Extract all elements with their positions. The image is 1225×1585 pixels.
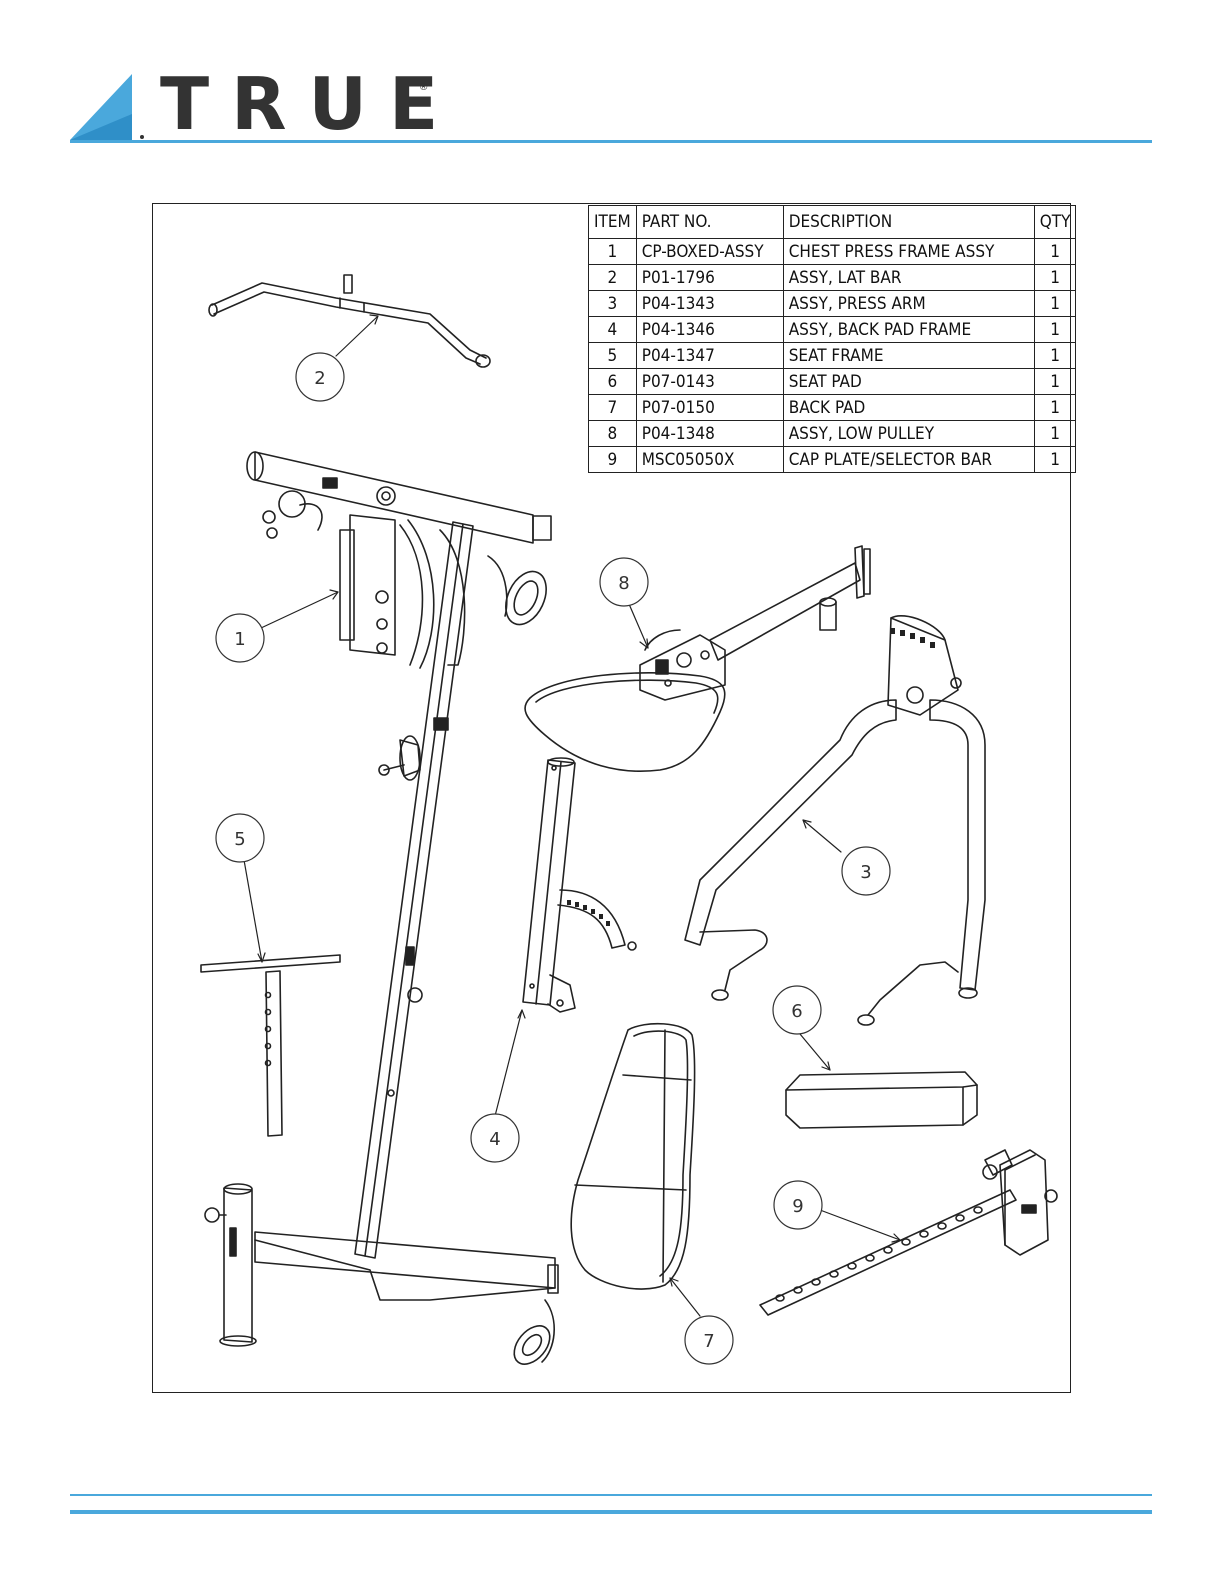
part-qty: 1 xyxy=(1033,446,1077,473)
part-number: P07-0150 xyxy=(635,394,784,421)
item-number: 1 xyxy=(588,238,637,265)
callout-5-label: 5 xyxy=(234,829,245,850)
back-pad-frame-part xyxy=(522,757,637,1013)
callout-8-label: 8 xyxy=(618,573,629,594)
footer-rule-top xyxy=(70,1494,1152,1496)
part-description: ASSY, LAT BAR xyxy=(782,264,1035,291)
callout-7-label: 7 xyxy=(703,1331,714,1352)
brand-name: TRUE xyxy=(160,62,461,146)
part-description: ASSY, LOW PULLEY xyxy=(782,420,1035,447)
item-number: 2 xyxy=(588,264,637,291)
part-description: CAP PLATE/SELECTOR BAR xyxy=(782,446,1035,473)
callout-9: 9 xyxy=(773,1180,823,1230)
callout-7: 7 xyxy=(684,1315,734,1365)
part-description: SEAT FRAME xyxy=(782,342,1035,369)
callout-1-label: 1 xyxy=(234,629,245,650)
part-number: P07-0143 xyxy=(635,368,784,395)
col-qty: QTY xyxy=(1033,205,1077,239)
seat-pad-part xyxy=(785,1071,978,1129)
true-logo-mark xyxy=(70,74,144,140)
back-pad-part xyxy=(570,1022,696,1290)
callout-2: 2 xyxy=(295,352,345,402)
callout-3: 3 xyxy=(841,846,891,896)
part-qty: 1 xyxy=(1033,238,1077,265)
part-number: P04-1347 xyxy=(635,342,784,369)
lat-bar-part xyxy=(208,274,491,368)
callout-3-label: 3 xyxy=(860,862,871,883)
callout-2-label: 2 xyxy=(314,368,325,389)
part-qty: 1 xyxy=(1033,316,1077,343)
callout-4-label: 4 xyxy=(489,1129,500,1150)
part-qty: 1 xyxy=(1033,368,1077,395)
callout-9-label: 9 xyxy=(792,1196,803,1217)
callout-1: 1 xyxy=(215,613,265,663)
col-part-no: PART NO. xyxy=(635,205,784,239)
header-rule xyxy=(70,140,1152,143)
part-qty: 1 xyxy=(1033,342,1077,369)
exploded-view-frame xyxy=(152,203,1071,1393)
press-arm-part xyxy=(684,615,986,1026)
callout-8: 8 xyxy=(599,557,649,607)
part-number: MSC05050X xyxy=(635,446,784,473)
item-number: 9 xyxy=(588,446,637,473)
table-header-row: ITEM PART NO. DESCRIPTION QTY xyxy=(588,205,1077,239)
seat-frame-part xyxy=(200,954,341,1137)
footer-rule-bottom xyxy=(70,1510,1152,1514)
chest-press-frame-part xyxy=(204,451,559,1365)
part-number: P04-1348 xyxy=(635,420,784,447)
part-qty: 1 xyxy=(1033,394,1077,421)
callout-6: 6 xyxy=(772,985,822,1035)
selector-bar-part xyxy=(759,1149,1058,1316)
part-number: P04-1343 xyxy=(635,290,784,317)
callout-5: 5 xyxy=(215,813,265,863)
part-qty: 1 xyxy=(1033,420,1077,447)
callout-6-label: 6 xyxy=(791,1001,802,1022)
callout-4: 4 xyxy=(470,1113,520,1163)
col-description: DESCRIPTION xyxy=(782,205,1035,239)
registered-mark: ® xyxy=(420,82,428,93)
